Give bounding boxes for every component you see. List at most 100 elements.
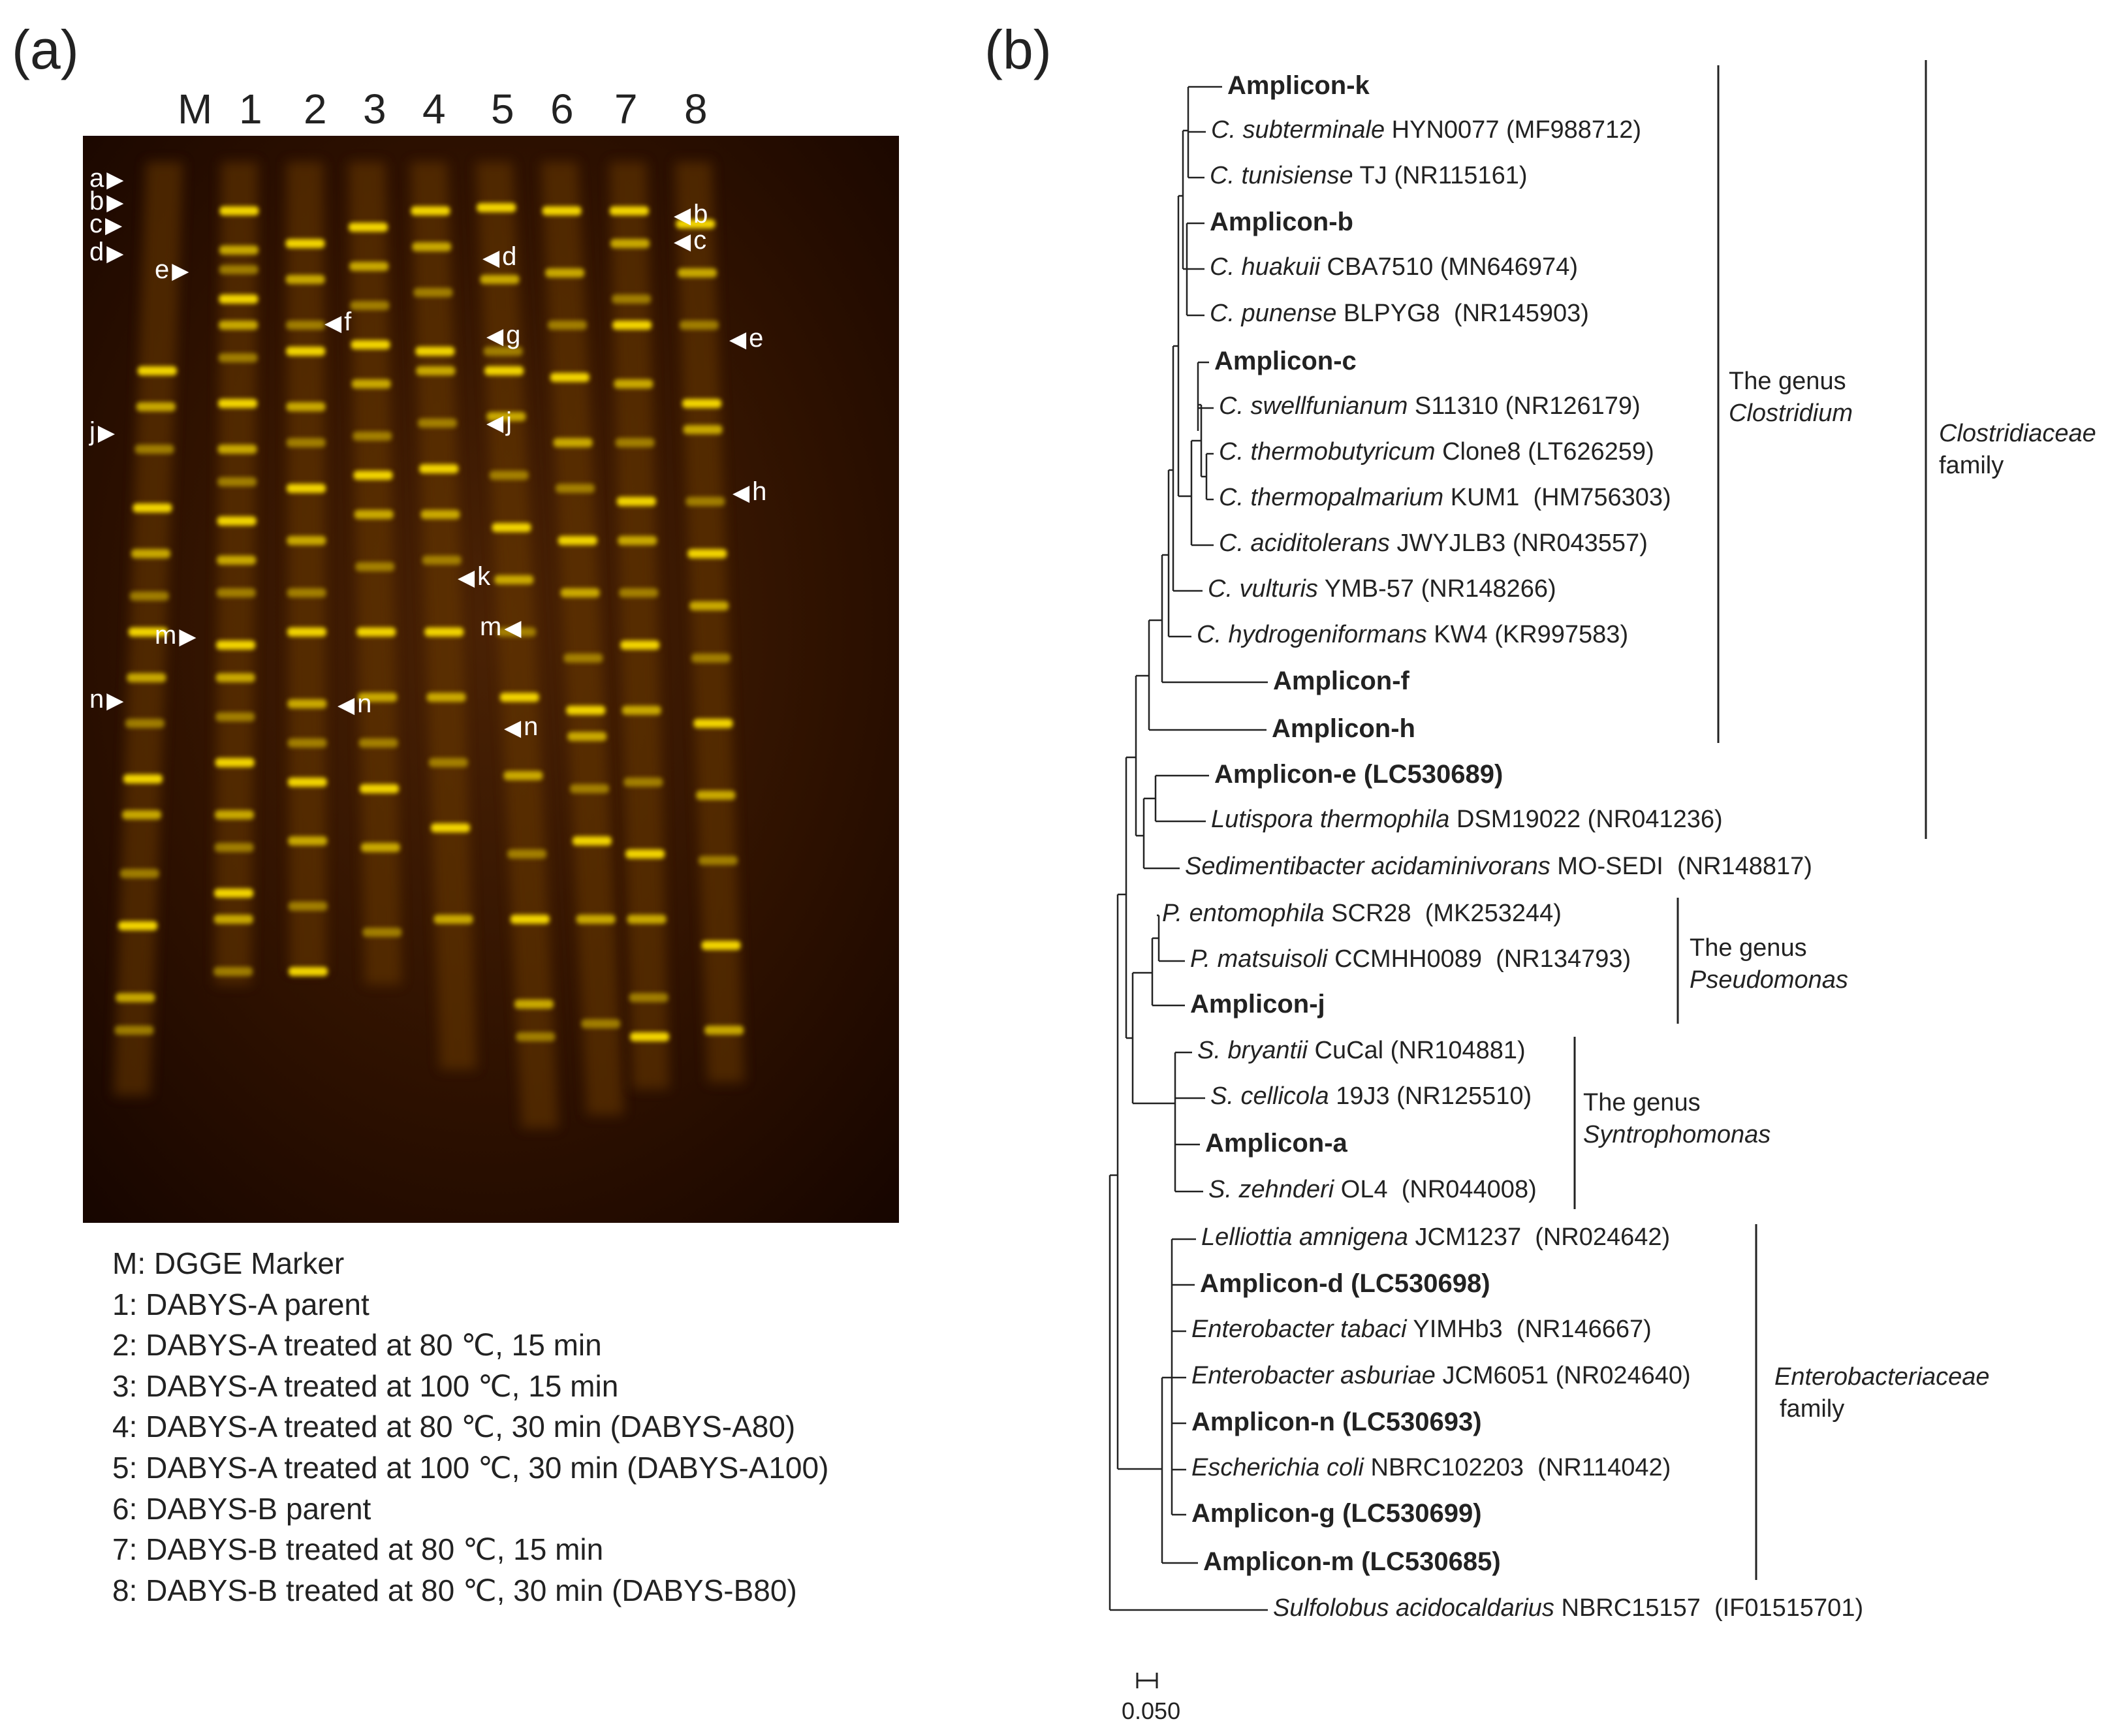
- band-letter: n: [524, 712, 539, 741]
- legend-line-0: M: DGGE Marker: [112, 1246, 345, 1280]
- gel-band: [507, 849, 547, 859]
- band-marker-m: m▶: [155, 622, 196, 648]
- arrow-left-icon: ◀: [338, 693, 355, 718]
- legend-line-8: 8: DABYS-B treated at 80 ℃, 30 min (DABY…: [112, 1573, 797, 1607]
- gel-band: [516, 1032, 556, 1041]
- gel-band: [630, 1032, 670, 1041]
- arrow-left-icon: ◀: [729, 327, 747, 352]
- gel-band: [128, 627, 168, 637]
- amplicon-name: Amplicon-b: [1210, 208, 1353, 236]
- amplicon-name: Amplicon-e (LC530689): [1214, 760, 1503, 789]
- gel-band: [119, 869, 159, 878]
- band-marker-n: n▶: [89, 686, 123, 712]
- band-letter: a: [89, 164, 104, 193]
- taxon-lut: Lutispora thermophila DSM19022 (NR041236…: [1211, 806, 1723, 834]
- taxon-s-zeh: S. zehnderi OL4 (NR044008): [1208, 1176, 1537, 1204]
- band-letter: n: [89, 685, 104, 714]
- arrow-left-icon: ◀: [674, 229, 691, 254]
- strain-accession: JWYJLB3 (NR043557): [1389, 529, 1648, 557]
- gel-band: [510, 915, 550, 924]
- lane-label-2: 2: [304, 86, 327, 133]
- gel-band: [215, 673, 255, 682]
- gel-band: [609, 206, 649, 215]
- band-marker-m: m◀: [480, 614, 521, 640]
- gel-band: [356, 627, 396, 637]
- arrow-left-icon: ◀: [504, 616, 522, 640]
- band-letter: d: [89, 238, 104, 266]
- strain-accession: YMB-57 (NR148266): [1317, 575, 1556, 603]
- taxon-c-tpa: C. thermopalmarium KUM1 (HM756303): [1219, 484, 1671, 512]
- gel-band: [616, 497, 656, 506]
- gel-band: [620, 640, 660, 650]
- gel-band: [567, 732, 607, 741]
- gel-band: [698, 856, 738, 865]
- gel-band: [494, 575, 534, 584]
- gel-band: [555, 484, 595, 493]
- strain-accession: Clone8 (LT626259): [1435, 438, 1654, 466]
- amplicon-name: Amplicon-g (LC530699): [1191, 1499, 1482, 1528]
- taxon-amp-a: Amplicon-a: [1205, 1129, 1347, 1158]
- taxon-eco: Escherichia coli NBRC102203 (NR114042): [1191, 1454, 1671, 1482]
- taxon-amp-g: Amplicon-g (LC530699): [1191, 1499, 1482, 1528]
- arrow-right-icon: ▶: [179, 624, 197, 649]
- gel-band: [360, 784, 400, 793]
- gel-band: [545, 268, 585, 277]
- gel-band: [354, 510, 394, 519]
- gel-band: [678, 268, 717, 277]
- gel-band: [362, 928, 402, 937]
- band-marker-e: ◀e: [729, 325, 763, 351]
- lane-label-7: 7: [614, 86, 638, 133]
- gel-band: [125, 719, 165, 728]
- species-name: S. zehnderi: [1208, 1176, 1334, 1203]
- gel-band: [350, 301, 390, 310]
- group-label-line1: The genus: [1690, 934, 1807, 962]
- strain-accession: CuCal (NR104881): [1307, 1037, 1526, 1064]
- band-letter: b: [693, 200, 708, 229]
- gel-band: [547, 321, 587, 330]
- taxon-sed: Sedimentibacter acidaminivorans MO-SEDI …: [1185, 853, 1812, 881]
- legend-line-3: 3: DABYS-A treated at 100 ℃, 15 min: [112, 1368, 619, 1403]
- band-marker-c: ◀c: [674, 227, 706, 253]
- band-letter: f: [344, 308, 352, 336]
- gel-band: [287, 738, 327, 748]
- gel-band: [355, 562, 395, 571]
- lane-label-1: 1: [239, 86, 262, 133]
- taxon-amp-m: Amplicon-m (LC530685): [1203, 1547, 1501, 1577]
- band-letter: h: [752, 477, 767, 506]
- gel-band: [550, 373, 590, 382]
- group-label-line2: Pseudomonas: [1690, 966, 1848, 994]
- species-name: P. entomophila: [1162, 900, 1325, 927]
- lane-label-m: M: [178, 86, 213, 133]
- gel-band: [419, 464, 459, 473]
- legend-line-1: 1: DABYS-A parent: [112, 1287, 370, 1321]
- group-label-line1: Clostridiaceae: [1939, 420, 2096, 447]
- taxon-amp-d: Amplicon-d (LC530698): [1200, 1269, 1490, 1299]
- gel-band: [563, 654, 603, 663]
- arrow-left-icon: ◀: [458, 565, 475, 590]
- taxon-amp-c: Amplicon-c: [1214, 347, 1357, 376]
- amplicon-name: Amplicon-k: [1227, 71, 1370, 100]
- band-marker-e: e▶: [155, 257, 189, 283]
- gel-lane-4: [411, 162, 477, 1069]
- gel-band: [422, 556, 462, 565]
- species-name: C. vulturis: [1208, 575, 1318, 603]
- gel-band: [581, 1019, 621, 1028]
- taxon-c-swe: C. swellfunianum S11310 (NR126179): [1219, 392, 1641, 420]
- gel-band: [424, 627, 464, 637]
- gel-band: [287, 627, 326, 637]
- gel-band: [219, 321, 259, 330]
- gel-band: [118, 921, 158, 930]
- gel-band: [358, 693, 398, 702]
- gel-band: [484, 366, 524, 375]
- strain-accession: NBRC102203 (NR114042): [1364, 1454, 1671, 1481]
- arrow-right-icon: ▶: [106, 241, 124, 266]
- panel-b-label: (b): [984, 19, 1052, 80]
- gel-band: [514, 1000, 554, 1009]
- arrow-left-icon: ◀: [486, 411, 504, 435]
- gel-band: [542, 206, 582, 215]
- gel-band: [218, 399, 258, 408]
- lane-label-5: 5: [491, 86, 514, 133]
- amplicon-name: Amplicon-h: [1272, 714, 1415, 743]
- legend-line-4: 4: DABYS-A treated at 80 ℃, 30 min (DABY…: [112, 1410, 796, 1444]
